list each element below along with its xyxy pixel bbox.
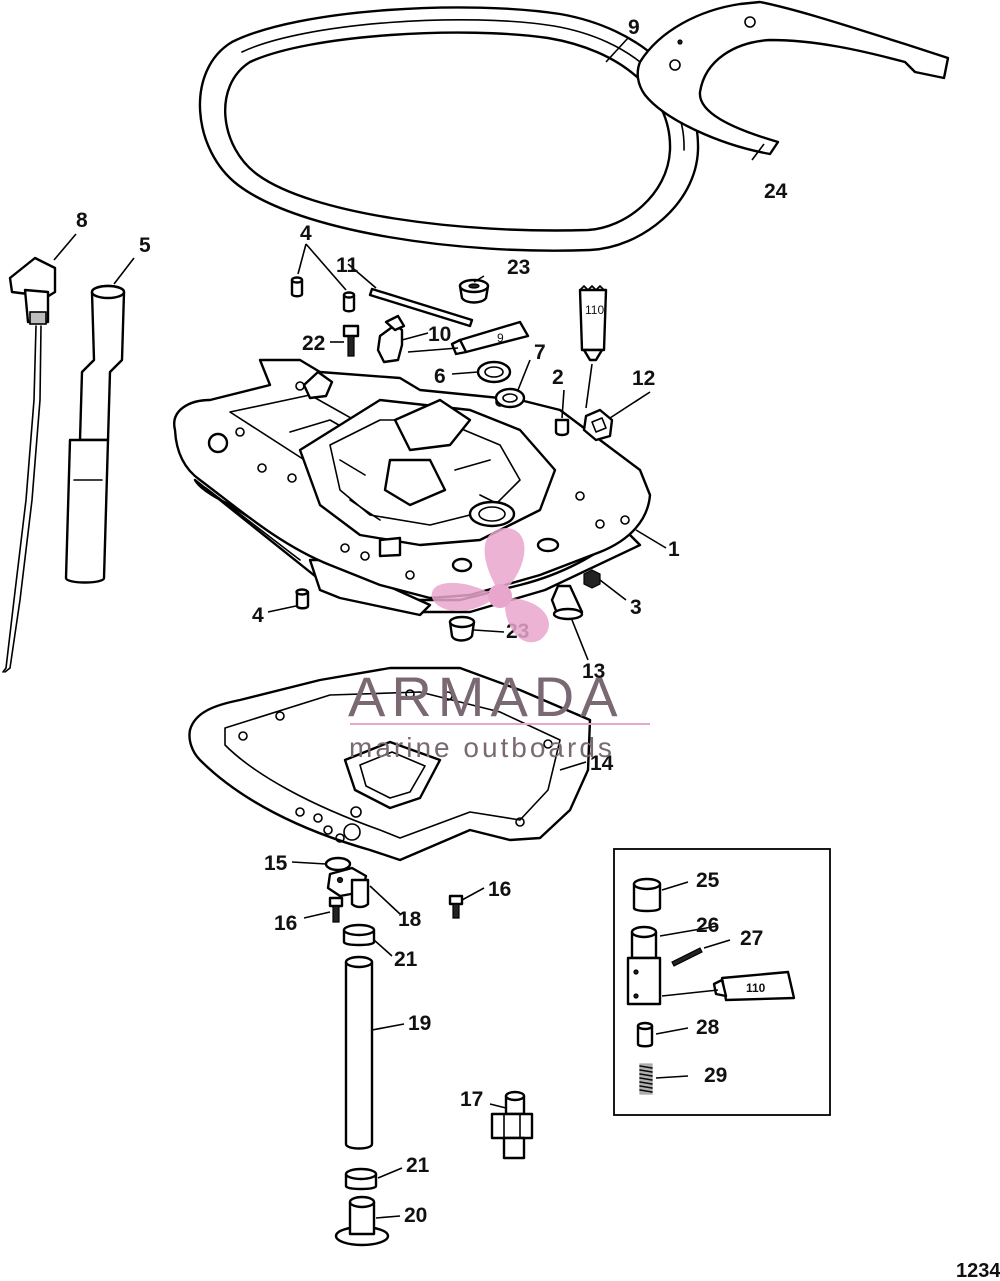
callout-28: 28 (696, 1016, 720, 1039)
o-ring-15 (324, 856, 352, 872)
watermark: ARMADA marine outboards (348, 528, 650, 763)
plug-2 (554, 418, 570, 437)
dipstick-8 (2, 256, 57, 673)
sealant-tube-110-upper-label: 110 (585, 303, 604, 317)
grommet-23-top (458, 278, 490, 304)
water-tube-19 (344, 955, 374, 1150)
watermark-brand: ARMADA (348, 665, 624, 728)
callout-4-bottom: 4 (252, 604, 264, 627)
callout-16-left: 16 (274, 912, 297, 935)
callout-29: 29 (704, 1064, 727, 1087)
bolt-22 (342, 324, 360, 357)
sealant-tube-110-lower-label: 110 (746, 981, 766, 995)
callout-11: 11 (336, 254, 359, 277)
housing-18 (326, 866, 370, 909)
inset-detail-box (613, 848, 831, 1116)
valve-body-26 (626, 925, 662, 1006)
callout-23-top: 23 (507, 256, 530, 279)
clamp-21-lower (344, 1167, 378, 1191)
callout-25: 25 (696, 869, 720, 892)
elbow-fitting-10 (376, 314, 406, 364)
callout-labels: 9 24 8 5 4 11 23 22 10 7 6 2 12 1 3 4 23… (76, 16, 788, 1227)
callout-14: 14 (590, 752, 614, 775)
callout-8: 8 (76, 209, 88, 232)
seal-7 (494, 387, 526, 409)
sealant-tube-110-lower: 110 (712, 970, 796, 1002)
callout-1: 1 (668, 538, 680, 561)
oil-seal-6 (476, 360, 512, 384)
horseshoe-gasket-24 (636, 0, 950, 156)
rubber-boot-13 (550, 584, 584, 621)
sealant-tube-110-upper: 110 (578, 285, 608, 362)
piston-28 (636, 1021, 654, 1048)
grommet-23-lower (448, 615, 476, 642)
leader-lines (53, 37, 765, 1219)
sealant-tube-9: 9 (450, 320, 530, 356)
callout-26: 26 (696, 914, 719, 937)
callout-7: 7 (534, 341, 546, 364)
callout-12: 12 (632, 367, 655, 390)
seal-ring-9 (198, 6, 700, 252)
dowel-pins-4 (290, 276, 356, 610)
callout-9: 9 (628, 16, 640, 39)
figure-number: 1234 (956, 1260, 1000, 1281)
callout-10: 10 (428, 323, 451, 346)
pin-27 (671, 947, 703, 967)
callout-22: 22 (302, 332, 325, 355)
callout-18: 18 (398, 908, 422, 931)
callout-3: 3 (630, 596, 642, 619)
fitting-17 (490, 1090, 534, 1160)
sealant-tube-9-label: 9 (497, 331, 504, 345)
dipstick-tube-5 (64, 284, 126, 584)
callout-16-right: 16 (488, 878, 511, 901)
callout-15: 15 (264, 852, 288, 875)
callout-20: 20 (404, 1204, 427, 1227)
callout-21-lower: 21 (406, 1154, 430, 1177)
callout-17: 17 (460, 1088, 483, 1111)
grommet-20 (334, 1195, 390, 1247)
nut-3 (583, 569, 601, 589)
callout-2: 2 (552, 366, 564, 389)
adapter-plate-1 (173, 358, 652, 617)
grommet-12 (582, 408, 614, 442)
gasket-14 (188, 666, 592, 862)
cap-25 (632, 877, 662, 913)
callout-21-upper: 21 (394, 948, 418, 971)
watermark-tagline: marine outboards (349, 732, 615, 763)
callout-19: 19 (408, 1012, 431, 1035)
callout-24: 24 (764, 180, 788, 203)
propeller-logo-icon (431, 528, 549, 643)
callout-27: 27 (740, 927, 763, 950)
spring-29 (639, 1063, 653, 1095)
callout-13: 13 (582, 660, 605, 683)
callout-6: 6 (434, 365, 446, 388)
callout-4-top: 4 (300, 222, 312, 245)
clamp-21-upper (342, 923, 376, 947)
rod-11 (368, 287, 474, 328)
callout-5: 5 (139, 234, 151, 257)
screws-16 (328, 894, 464, 923)
